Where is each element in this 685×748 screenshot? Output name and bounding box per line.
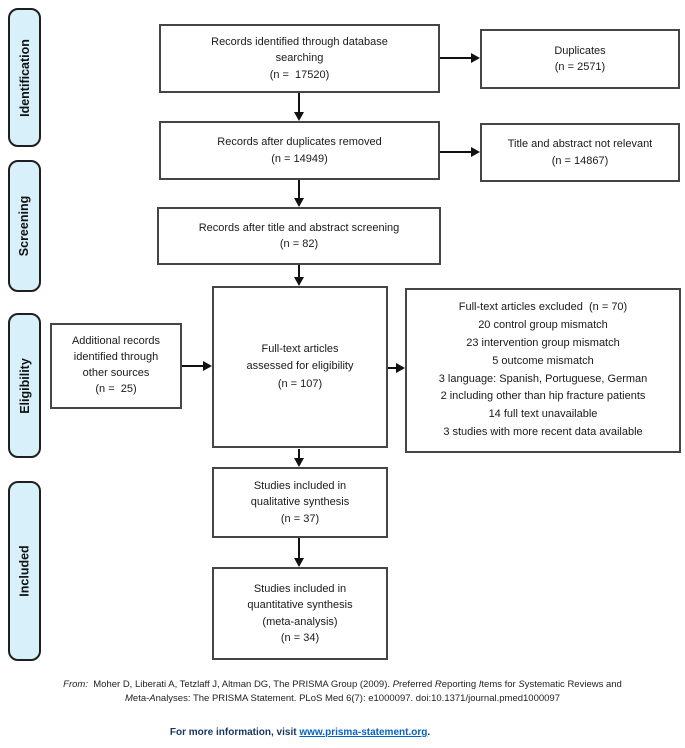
citation-run: A xyxy=(149,692,156,704)
stage-identification: Identification xyxy=(8,8,41,147)
citation-line1: From: Moher D, Liberati A, Tetzlaff J, A… xyxy=(0,678,685,692)
box-qualitative-synthesis: Studies included in qualitative synthesi… xyxy=(212,467,388,538)
box-after-duplicates: Records after duplicates removed (n = 14… xyxy=(159,121,440,180)
box-line: (n = 14867) xyxy=(551,154,609,167)
box-line: (n = 14949) xyxy=(271,152,328,165)
box-line: Title and abstract not relevant xyxy=(507,138,653,150)
box-line: (n = 2571) xyxy=(554,61,606,73)
box-line: (n = 37) xyxy=(280,512,320,525)
stage-eligibility: Eligibility xyxy=(8,313,41,458)
box-line: assessed for eligibility xyxy=(246,360,354,373)
citation-run: From: xyxy=(63,679,88,690)
info-suffix: . xyxy=(427,727,431,738)
box-line: (n = 25) xyxy=(95,382,137,395)
box-line: other sources xyxy=(82,367,150,379)
citation: From: Moher D, Liberati A, Tetzlaff J, A… xyxy=(0,678,685,706)
arrow-after-duplicates-to-not-relevant xyxy=(440,147,480,157)
citation-run: I xyxy=(478,679,482,690)
stage-identification-label: Identification xyxy=(17,38,32,117)
box-fulltext-assessed: Full-text articles assessed for eligibil… xyxy=(212,286,388,448)
citation-run: ystematic Reviews and xyxy=(524,679,622,690)
arrow-screening-to-fulltext xyxy=(294,265,304,286)
citation-run: eporting xyxy=(441,679,479,690)
citation-line2: Meta-Analyses: The PRISMA Statement. PLo… xyxy=(0,692,685,706)
arrow-additional-to-fulltext xyxy=(182,361,212,371)
stage-screening-label: Screening xyxy=(17,195,32,257)
box-line: Records after title and abstract screeni… xyxy=(198,221,400,234)
citation-run: referred xyxy=(398,679,435,690)
box-records-identified: Records identified through database sear… xyxy=(159,24,440,93)
stage-included-label: Included xyxy=(17,545,32,597)
citation-run: Moher D, Liberati A, Tetzlaff J, Altman … xyxy=(87,679,393,690)
info-text: For more information, visit xyxy=(169,727,300,738)
citation-run: P xyxy=(392,679,399,690)
footer-info: For more information, visit www.prisma-s… xyxy=(0,727,600,738)
box-line: 3 language: Spanish, Portuguese, German xyxy=(438,372,648,385)
arrow-identified-to-duplicates xyxy=(440,53,480,63)
box-line: (n = 34) xyxy=(280,632,320,644)
box-additional-records: Additional records identified through ot… xyxy=(50,323,182,409)
box-line: Full-text articles xyxy=(261,343,339,356)
arrow-identified-to-after-duplicates xyxy=(294,93,304,121)
box-line: Full-text articles excluded (n = 70) xyxy=(458,301,628,314)
box-line: Studies included in xyxy=(253,582,347,595)
box-duplicates: Duplicates (n = 2571) xyxy=(480,29,680,89)
box-line: 5 outcome mismatch xyxy=(492,354,594,367)
arrow-qualitative-to-quantitative xyxy=(294,538,304,567)
citation-run: R xyxy=(434,679,442,690)
box-line: Additional records xyxy=(71,335,161,348)
citation-run: nalyses: The PRISMA Statement. PLoS Med … xyxy=(155,692,560,704)
citation-run: tems for xyxy=(481,679,519,690)
box-line: 2 including other than hip fracture pati… xyxy=(440,390,646,403)
stage-included: Included xyxy=(8,481,41,661)
box-line: (n = 82) xyxy=(279,238,319,250)
box-line: Records identified through database xyxy=(211,35,388,48)
box-line: identified through xyxy=(73,351,159,364)
arrow-fulltext-to-qualitative xyxy=(294,449,304,467)
prisma-link[interactable]: www.prisma-statement.org xyxy=(299,727,428,738)
box-line: searching xyxy=(275,52,324,65)
arrow-fulltext-to-excluded xyxy=(388,363,405,373)
box-line: qualitative synthesis xyxy=(250,496,350,509)
arrow-after-duplicates-to-screening xyxy=(294,180,304,207)
box-title-abstract-not-relevant: Title and abstract not relevant (n = 148… xyxy=(480,123,680,182)
box-line: 20 control group mismatch xyxy=(478,319,608,332)
box-line: (n = 107) xyxy=(277,377,323,390)
box-fulltext-excluded: Full-text articles excluded (n = 70) 20 … xyxy=(405,288,681,453)
box-line: quantitative synthesis xyxy=(247,599,353,611)
box-after-screening: Records after title and abstract screeni… xyxy=(157,207,441,265)
citation-run: eta- xyxy=(132,692,150,704)
box-line: Records after duplicates removed xyxy=(217,136,382,148)
stage-eligibility-label: Eligibility xyxy=(17,357,32,414)
box-line: (meta-analysis) xyxy=(262,615,338,628)
box-line: Studies included in xyxy=(253,479,347,492)
box-quantitative-synthesis: Studies included in quantitative synthes… xyxy=(212,567,388,660)
stage-screening: Screening xyxy=(8,160,41,292)
citation-run: S xyxy=(518,679,525,690)
box-line: 23 intervention group mismatch xyxy=(466,336,620,349)
box-line: (n = 17520) xyxy=(269,68,330,81)
box-line: 3 studies with more recent data availabl… xyxy=(443,425,643,438)
box-line: Duplicates xyxy=(554,44,606,57)
citation-run: M xyxy=(124,692,133,704)
box-line: 14 full text unavailable xyxy=(488,408,598,421)
